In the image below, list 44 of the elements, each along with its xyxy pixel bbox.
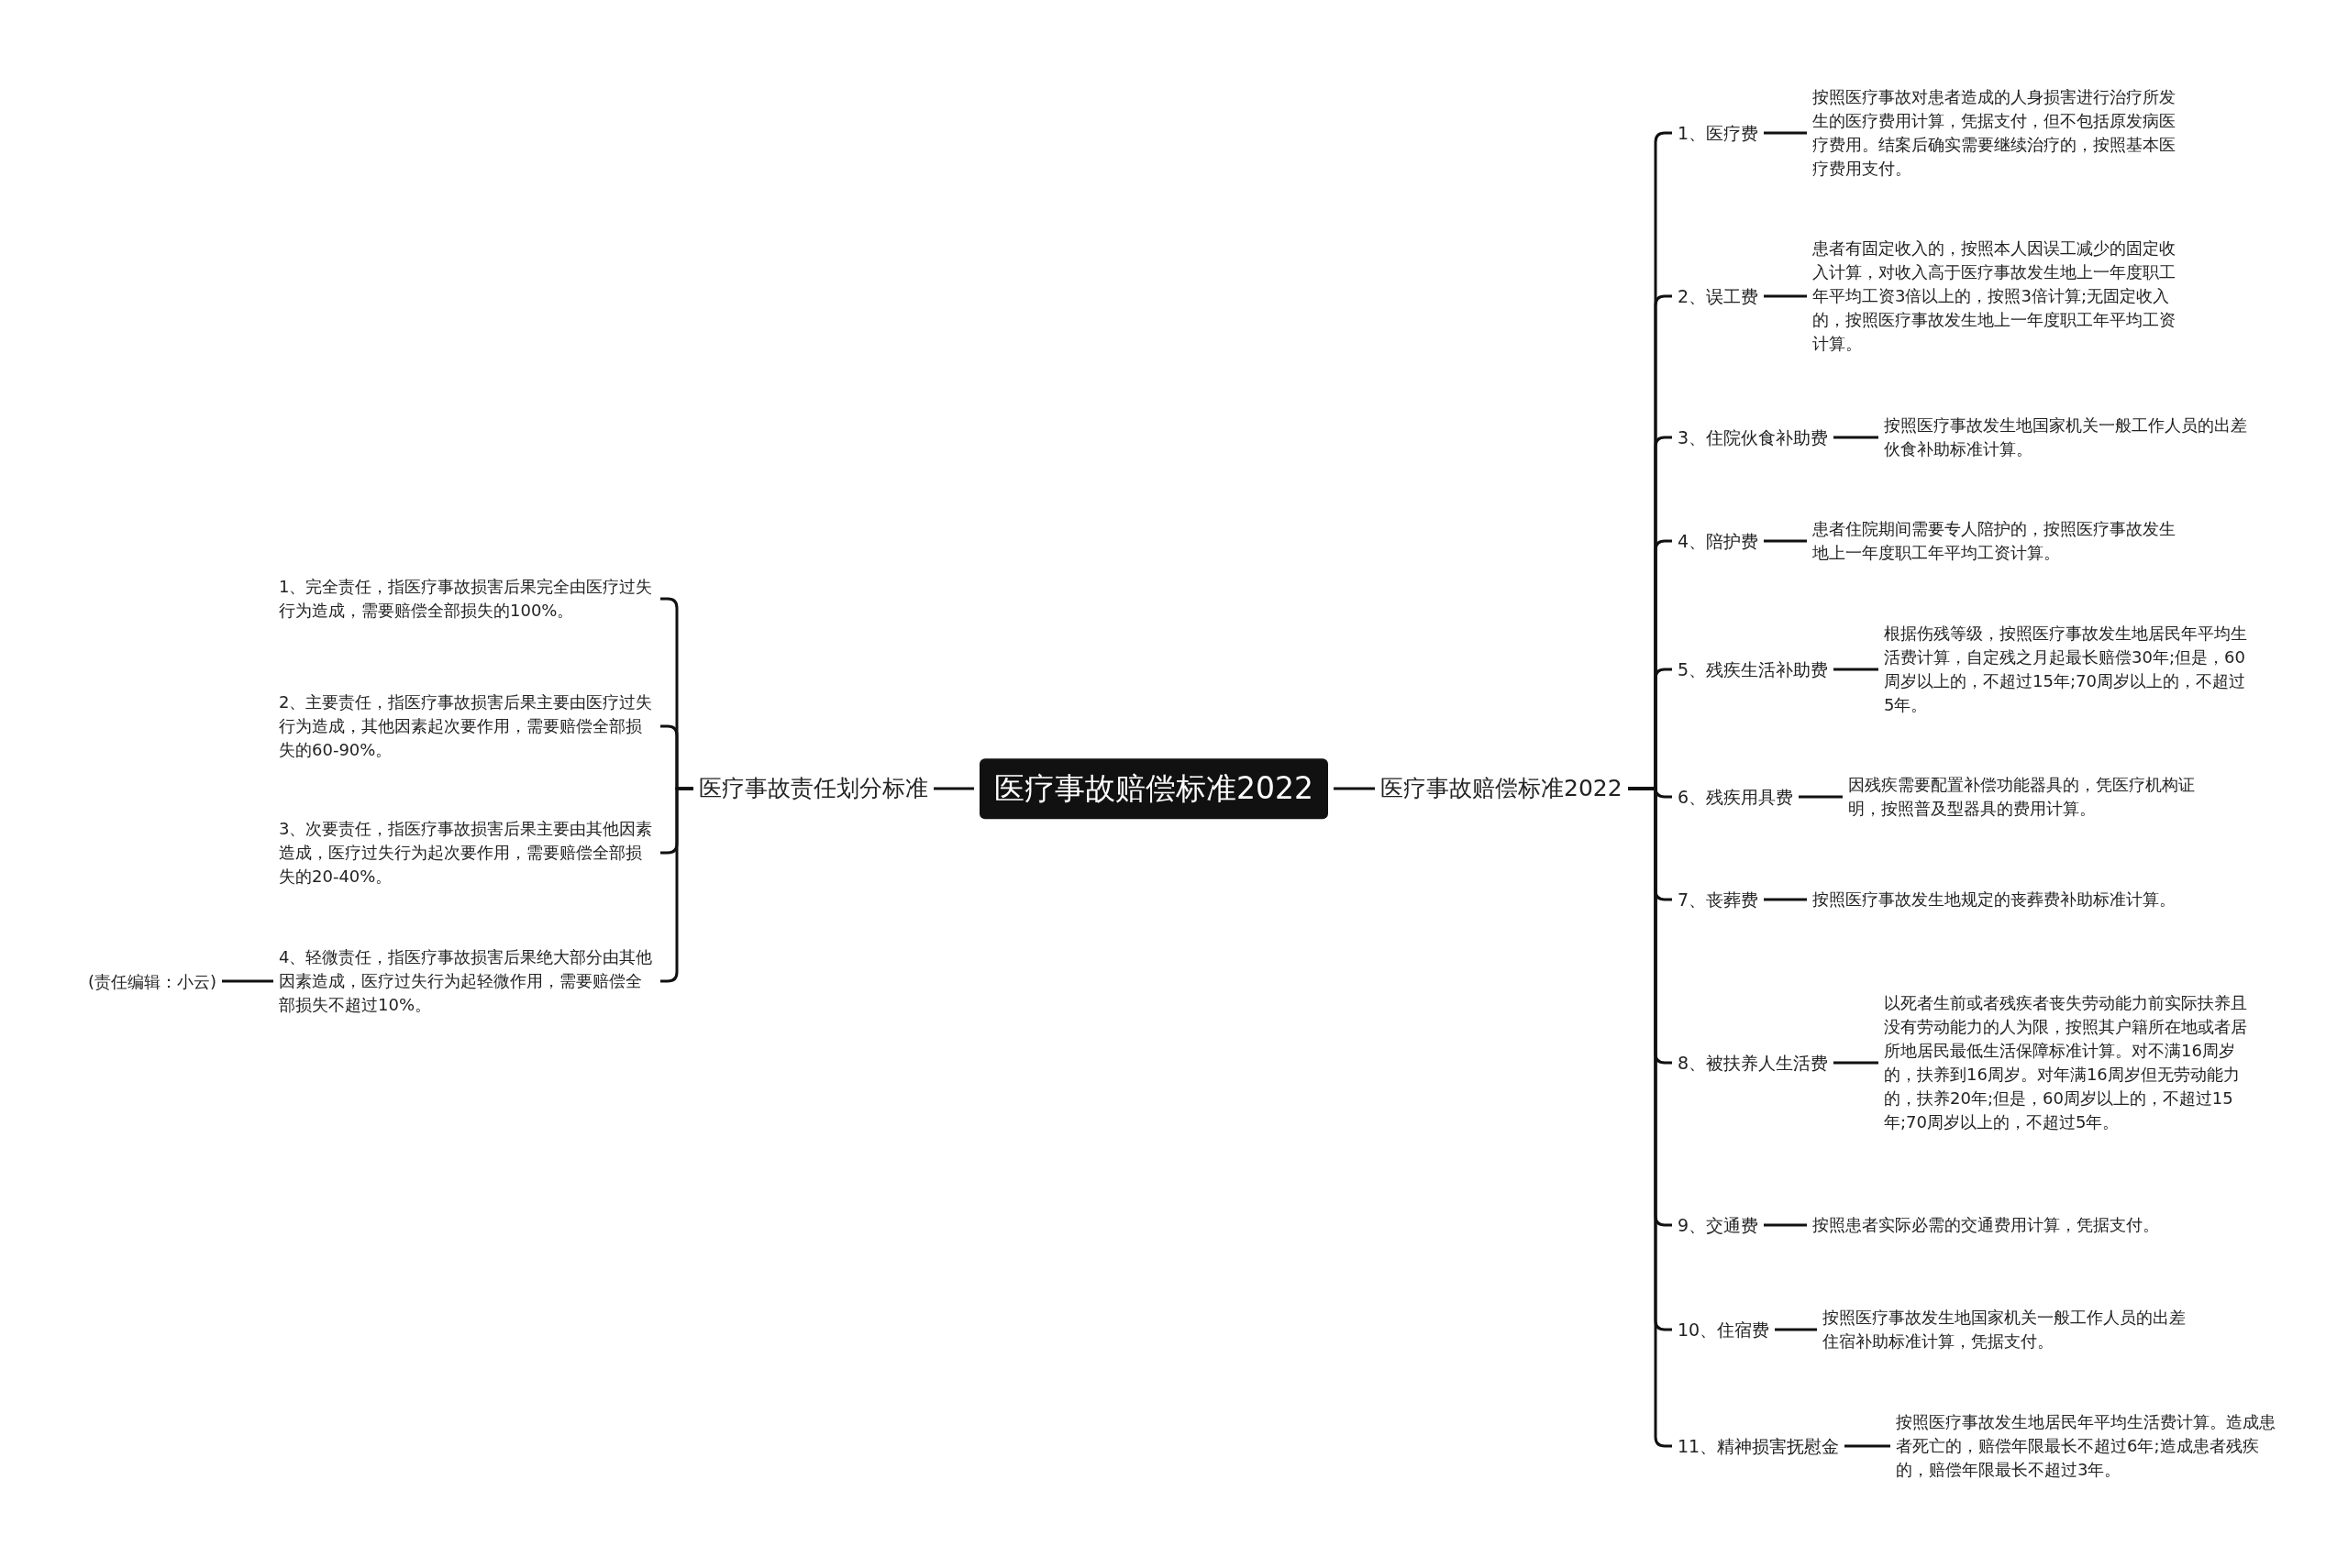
- description-text: 根据伤残等级，按照医疗事故发生地居民年平均生活费计算，自定残之月起最长赔偿30年;但是，60周岁以上的，不超过15年;70周岁以上的，不超过5年。: [1884, 622, 2251, 717]
- connector-line: [1764, 898, 1807, 901]
- description-text: 按照医疗事故发生地国家机关一般工作人员的出差住宿补助标准计算，凭据支付。: [1822, 1306, 2189, 1353]
- subtopic-text: 2、误工费: [1678, 282, 1759, 310]
- description-text: 1、完全责任，指医疗事故损害后果完全由医疗过失行为造成，需要赔偿全部损失的100%。: [279, 575, 655, 623]
- editor-note: (责任编辑：小云): [88, 968, 217, 994]
- description-text: 以死者生前或者残疾者丧失劳动能力前实际扶养且没有劳动能力的人为限，按照其户籍所在地或者居所地居民最低生活保障标准计算。对不满16周岁的，扶养到16周岁。对年满16周岁但无劳动能力的，扶养20年;但是，60周岁以上的，不超过15年;70周岁以上的，不超过5年。: [1884, 991, 2251, 1134]
- description-text: 2、主要责任，指医疗事故损害后果主要由医疗过失行为造成，其他因素起次要作用，需要赔偿全部损失的60-90%。: [279, 690, 655, 762]
- branch-topic: 医疗事故赔偿标准2022: [1380, 771, 1623, 806]
- connector-line: [1833, 436, 1878, 439]
- description-text: 按照医疗事故发生地国家机关一般工作人员的出差伙食补助标准计算。: [1884, 414, 2251, 461]
- connector-line: [1833, 668, 1878, 671]
- description-text: 按照医疗事故发生地居民年平均生活费计算。造成患者死亡的，赔偿年限最长不超过6年;造成患者残疾的，赔偿年限最长不超过3年。: [1896, 1410, 2281, 1482]
- connector-line: [1844, 1444, 1890, 1448]
- connector-line: [1775, 1328, 1817, 1331]
- subtopic-text: 8、被扶养人生活费: [1678, 1049, 1829, 1077]
- connector-line: [1764, 539, 1807, 543]
- subtopic-text: 1、医疗费: [1678, 119, 1759, 147]
- subtopic-text: 5、残疾生活补助费: [1678, 656, 1829, 683]
- subtopic-text: 9、交通费: [1678, 1211, 1759, 1239]
- central-topic: 医疗事故赔偿标准2022: [980, 758, 1328, 819]
- subtopic-text: 4、陪护费: [1678, 527, 1759, 555]
- description-text: 4、轻微责任，指医疗事故损害后果绝大部分由其他因素造成，医疗过失行为起轻微作用，需要赔偿全部损失不超过10%。: [279, 945, 655, 1017]
- description-text: 患者有固定收入的，按照本人因误工减少的固定收入计算，对收入高于医疗事故发生地上一年度职工年平均工资3倍以上的，按照3倍计算;无固定收入的，按照医疗事故发生地上一年度职工年平均工资计算。: [1812, 237, 2179, 356]
- subtopic-text: 10、住宿费: [1678, 1316, 1770, 1343]
- connector-line: [1833, 1061, 1878, 1065]
- connector-line: [1764, 1223, 1807, 1227]
- subtopic-text: 6、残疾用具费: [1678, 783, 1794, 811]
- connector-line: [934, 787, 974, 790]
- connector-line: [1799, 795, 1843, 799]
- connector-line: [1334, 787, 1375, 790]
- description-text: 按照医疗事故对患者造成的人身损害进行治疗所发生的医疗费用计算，凭据支付，但不包括原发病医疗费用。结案后确实需要继续治疗的，按照基本医疗费用支付。: [1812, 85, 2179, 181]
- connector-line: [1764, 131, 1807, 135]
- branch-topic: 医疗事故责任划分标准: [699, 771, 928, 806]
- description-text: 按照患者实际必需的交通费用计算，凭据支付。: [1812, 1213, 2179, 1237]
- connector-line: [222, 979, 273, 983]
- subtopic-text: 3、住院伙食补助费: [1678, 424, 1829, 451]
- description-text: 患者住院期间需要专人陪护的，按照医疗事故发生地上一年度职工年平均工资计算。: [1812, 517, 2179, 565]
- subtopic-text: 11、精神损害抚慰金: [1678, 1432, 1840, 1460]
- subtopic-text: 7、丧葬费: [1678, 886, 1759, 913]
- description-text: 因残疾需要配置补偿功能器具的，凭医疗机构证明，按照普及型器具的费用计算。: [1848, 773, 2215, 821]
- description-text: 按照医疗事故发生地规定的丧葬费补助标准计算。: [1812, 888, 2179, 911]
- description-text: 3、次要责任，指医疗事故损害后果主要由其他因素造成，医疗过失行为起次要作用，需要赔偿全部损失的20-40%。: [279, 817, 655, 889]
- connector-line: [1764, 294, 1807, 298]
